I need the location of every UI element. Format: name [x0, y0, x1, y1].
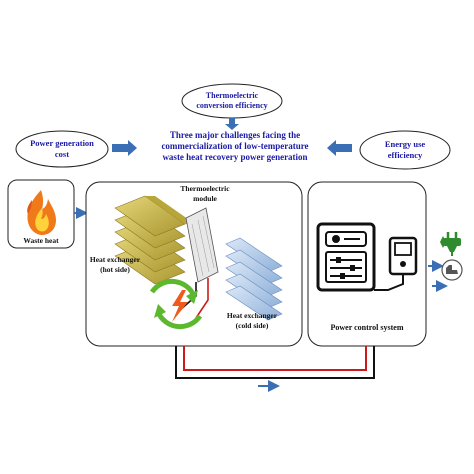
cold-exchanger-label-2: (cold side) — [236, 321, 269, 330]
te-module-label-2: module — [193, 194, 217, 203]
refresh-arrows-icon — [149, 278, 203, 330]
te-module-label-1: Thermoelectric — [180, 184, 230, 193]
power-cost-ellipse: Power generation cost — [15, 130, 109, 168]
hot-side-heat-exchanger — [114, 195, 195, 285]
output-section — [428, 232, 463, 292]
power-control-label: Power control system — [330, 323, 403, 332]
thermoelectric-plate — [185, 207, 219, 283]
waste-heat-label: Waste heat — [23, 236, 59, 245]
top-down-arrow — [225, 118, 239, 130]
left-ellipse-line2: cost — [55, 149, 69, 159]
lightning-icon — [172, 290, 188, 322]
cold-side-heat-exchanger — [225, 237, 283, 321]
external-wiring — [175, 346, 375, 392]
top-ellipse-line1: Thermoelectric — [206, 91, 259, 100]
control-panel-icon — [316, 222, 418, 292]
center-line3: waste heat recovery power generation — [162, 152, 307, 162]
red-wire-inner — [195, 278, 209, 319]
right-ellipse-line1: Energy use — [385, 139, 426, 149]
left-right-arrow — [112, 140, 137, 156]
fire-icon — [27, 190, 56, 235]
center-line2: commercialization of low-temperature — [161, 141, 308, 151]
hand-icon — [441, 259, 463, 281]
center-line1: Three major challenges facing the — [170, 130, 300, 140]
left-ellipse-line1: Power generation — [30, 138, 94, 148]
hot-exchanger-label-1: Heat exchanger — [90, 255, 141, 264]
waste-heat-box: Waste heat — [7, 179, 75, 249]
plug-icon — [440, 232, 461, 256]
right-left-arrow — [327, 140, 352, 156]
thermoelectric-efficiency-ellipse: Thermoelectric conversion efficiency — [181, 83, 283, 119]
thermoelectric-module-box: Thermoelectric module Heat exchanger (ho… — [85, 181, 303, 347]
top-ellipse-line2: conversion efficiency — [196, 101, 267, 110]
hot-exchanger-label-2: (hot side) — [100, 265, 130, 274]
challenges-heading: Three major challenges facing the commer… — [161, 130, 308, 162]
cold-exchanger-label-1: Heat exchanger — [227, 311, 278, 320]
power-control-box: Power control system — [307, 181, 427, 347]
right-ellipse-line2: efficiency — [388, 150, 423, 160]
energy-efficiency-ellipse: Energy use efficiency — [359, 130, 451, 170]
